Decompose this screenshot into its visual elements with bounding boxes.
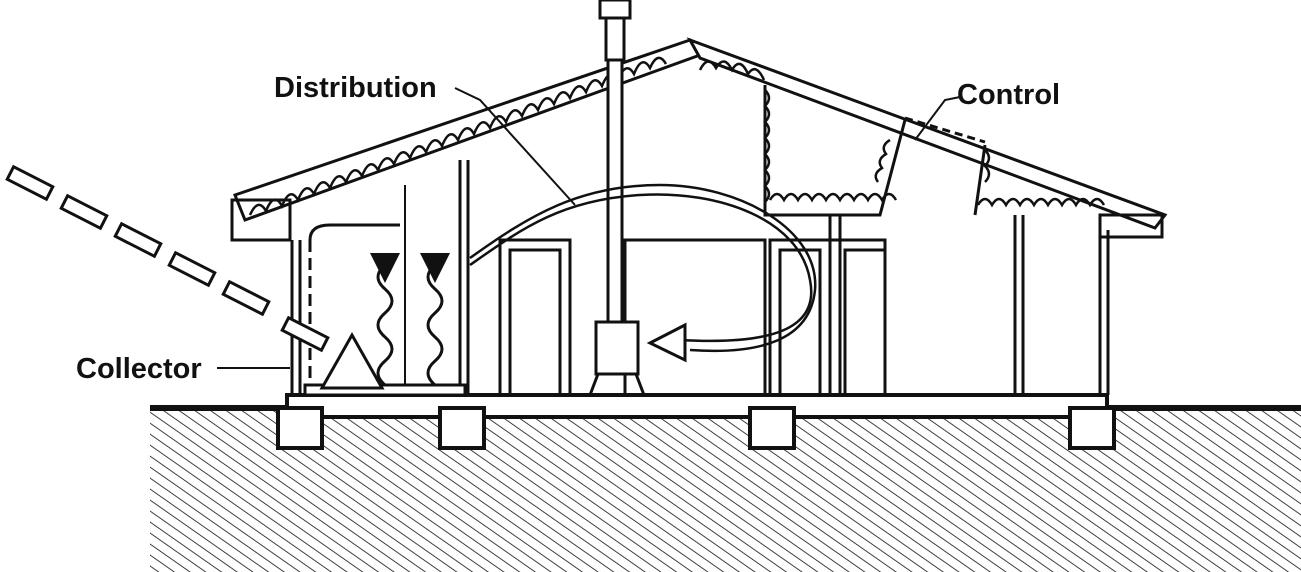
interior-doors [500, 240, 885, 395]
label-control: Control [957, 79, 1060, 111]
label-distribution: Distribution [274, 72, 437, 104]
leader-lines [217, 88, 960, 368]
absorber-triangle [322, 335, 382, 388]
walls [292, 160, 1108, 395]
label-collector: Collector [76, 353, 202, 385]
roof [232, 40, 1165, 240]
distribution-airflow [470, 185, 815, 360]
convection-arrows [378, 265, 442, 385]
collector-wall [305, 225, 465, 395]
